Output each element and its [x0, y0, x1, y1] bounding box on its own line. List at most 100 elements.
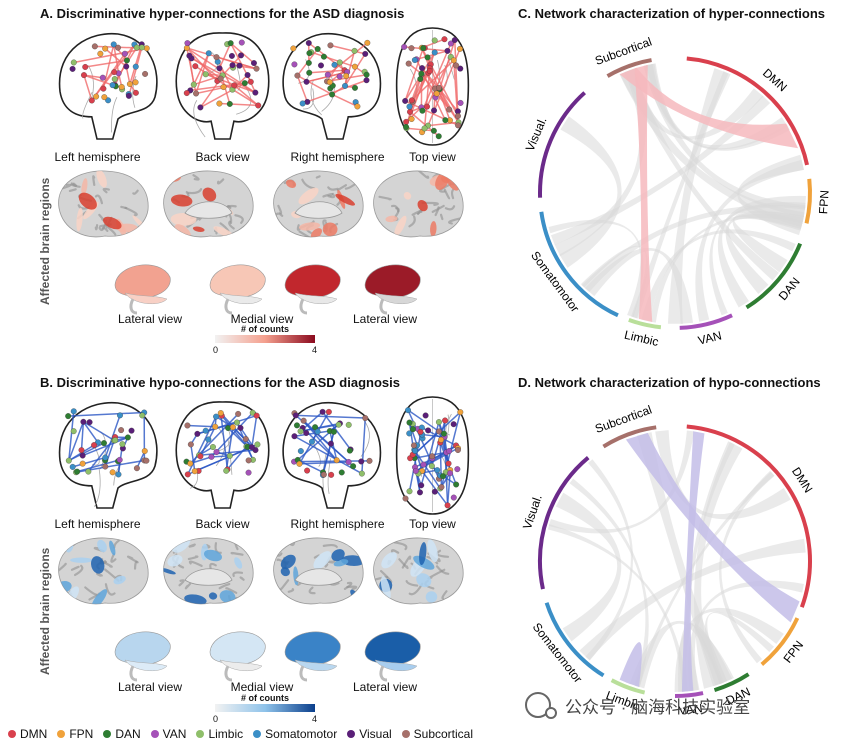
chord-arc-subcortical [602, 425, 657, 449]
legend-item-dan: DAN [103, 727, 141, 741]
legend-label: Limbic [208, 727, 244, 741]
legend-item-limbic: Limbic [196, 727, 243, 741]
panel-a-surfaces [58, 170, 464, 238]
panel-a-colorbar-title: # of counts [240, 324, 289, 334]
chord-arc-van [674, 691, 704, 698]
panel-b-colorbar-max: 4 [312, 714, 318, 724]
panel-a-view-left: Left hemisphere [54, 150, 141, 164]
panel-c-title: C. Network characterization of hyper-con… [518, 6, 826, 21]
cortical-surface-3 [373, 170, 464, 238]
panel-b-sub-lateral-right: Lateral view [352, 680, 418, 694]
legend-dot [196, 730, 205, 738]
chord-arc-fpn [760, 617, 800, 666]
cortical-surface-2 [273, 170, 364, 238]
chord-arc-limbic [610, 678, 646, 695]
chord-label-fpn: FPN [816, 190, 831, 215]
legend-label: FPN [69, 727, 94, 741]
panel-a-colorbar [215, 335, 315, 343]
legend-item-fpn: FPN [57, 727, 93, 741]
glass-brain-0 [58, 32, 158, 140]
watermark-text: 公众号 · 脑海科技实验室 [565, 697, 751, 717]
wechat-icon [525, 692, 557, 719]
legend-item-somatomotor: Somatomotor [253, 727, 337, 741]
subcortical-structure-3 [364, 264, 421, 315]
panel-b-colorbar-min: 0 [213, 714, 219, 724]
legend-item-subcortical: Subcortical [401, 727, 474, 741]
chord-label-dmn: DMN [789, 465, 815, 496]
cortical-surface-2 [273, 537, 364, 605]
cortical-surface-0 [58, 537, 149, 605]
panel-d-chord: DMNFPNDANVANLimbicSomatomotorVisual.Subc… [520, 403, 816, 718]
panel-b-colorbar [215, 704, 315, 712]
cortical-surface-1 [163, 170, 254, 238]
panel-a-view-top: Top view [409, 150, 456, 164]
panel-b-sub-lateral-left: Lateral view [117, 680, 183, 694]
panel-b-sub-medial: Medial view [230, 680, 294, 694]
subcortical-structure-2 [284, 264, 341, 315]
glass-brain-0 [58, 401, 158, 509]
legend-label: VAN [162, 727, 187, 741]
chord-label-visual: Visual. [520, 493, 545, 531]
legend-label: Subcortical [413, 727, 474, 741]
legend-dot [57, 730, 66, 738]
cortical-surface-0 [58, 170, 149, 238]
legend-dot [253, 730, 262, 738]
legend-label: DMN [20, 727, 48, 741]
panel-a-colorbar-max: 4 [312, 345, 318, 355]
glass-brain-3 [395, 27, 470, 146]
legend-label: DAN [115, 727, 141, 741]
panel-b-view-back: Back view [195, 517, 250, 531]
watermark: 公众号 · 脑海科技实验室 [525, 692, 751, 719]
panel-b-surfaces [58, 537, 464, 605]
panel-a-sub-lateral-right: Lateral view [352, 312, 418, 326]
panel-a-view-back: Back view [195, 150, 250, 164]
panel-a-sub-medial: Medial view [230, 312, 294, 326]
glass-brain-3 [395, 396, 470, 515]
chord-arc-van [679, 313, 733, 330]
panel-a-ylabel: Affected brain regions [38, 177, 52, 305]
subcortical-structure-1 [209, 631, 266, 682]
subcortical-structure-3 [364, 631, 421, 682]
panel-b-glass-brains [58, 396, 470, 515]
panel-b-view-left: Left hemisphere [54, 517, 141, 531]
subcortical-structure-1 [209, 264, 266, 315]
chord-label-van: VAN [678, 701, 703, 717]
subcortical-structure-0 [114, 631, 171, 682]
legend-label: Somatomotor [265, 727, 338, 741]
cortical-surface-1 [163, 537, 254, 605]
chord-label-van: VAN [697, 328, 723, 347]
legend-item-van: VAN [150, 727, 187, 741]
chord-arc-fpn [804, 178, 812, 224]
cortical-surface-3 [373, 537, 464, 605]
panel-b-view-top: Top view [409, 517, 456, 531]
panel-b-colorbar-title: # of counts [240, 693, 289, 703]
panel-a-subcortical [114, 264, 421, 315]
subcortical-structure-2 [284, 631, 341, 682]
legend-item-visual: Visual [347, 727, 392, 741]
panel-a-sub-lateral-left: Lateral view [117, 312, 183, 326]
chord-arc-somatomotor [539, 211, 619, 318]
legend-dot [150, 730, 159, 738]
panel-a-view-right: Right hemisphere [290, 150, 385, 164]
chord-arc-dmn [686, 424, 812, 608]
panel-c-chord: DMNFPNDANVANLimbicSomatomotorVisual.Subc… [523, 35, 832, 350]
legend-dot [347, 730, 356, 738]
glass-brain-2 [282, 32, 382, 140]
legend-label: Visual [359, 727, 392, 741]
chord-label-limbic: Limbic [623, 328, 660, 349]
panel-b-subcortical [114, 631, 421, 682]
subcortical-structure-0 [114, 264, 171, 315]
legend-item-dmn: DMN [8, 727, 47, 741]
chord-arc-somatomotor [544, 602, 605, 678]
panel-d-title: D. Network characterization of hypo-conn… [518, 375, 821, 390]
panel-a-colorbar-min: 0 [213, 345, 219, 355]
chord-arc-visual [538, 91, 587, 198]
legend-dot [103, 730, 112, 738]
chord-arc-dan [745, 242, 803, 310]
chord-arc-dan [713, 672, 750, 693]
chord-arc-visual [538, 456, 590, 590]
glass-brain-1 [175, 32, 270, 140]
panel-b-title: B. Discriminative hypo-connections for t… [40, 375, 400, 390]
chord-arc-dmn [686, 56, 810, 166]
chord-label-visual: Visual. [523, 115, 550, 153]
